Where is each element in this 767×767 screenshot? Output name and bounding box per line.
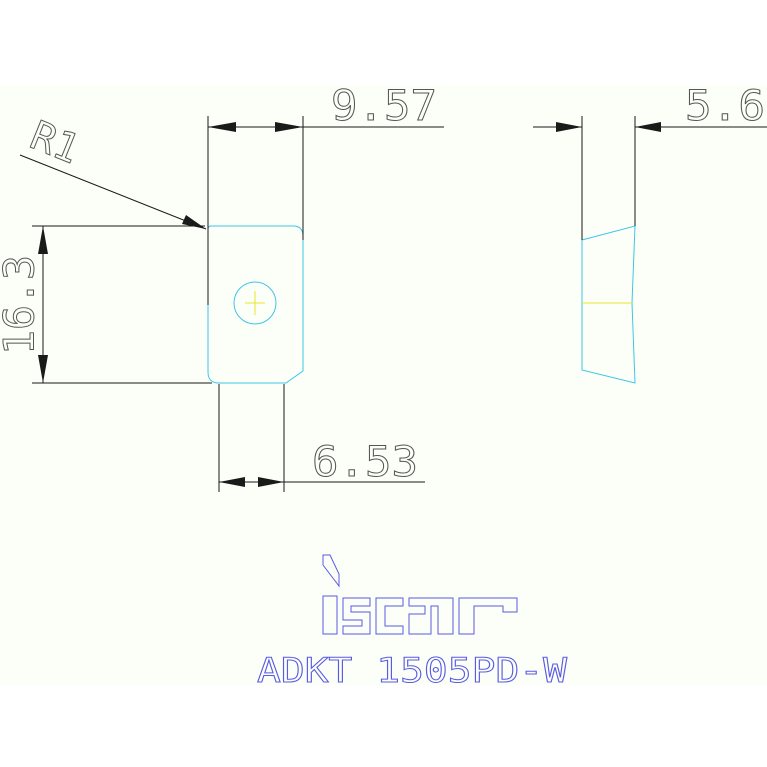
side-view xyxy=(581,225,636,384)
dimension-thickness: 5.6 xyxy=(533,81,767,240)
bottom-width-label: 6.53 xyxy=(312,437,418,486)
top-width-label: 9.57 xyxy=(331,81,437,130)
side-outline xyxy=(581,225,636,384)
dimension-bottom-width: 6.53 xyxy=(218,384,425,492)
dimension-height: 16.3 xyxy=(0,225,212,384)
part-number: ADKT 1505PD-W xyxy=(257,651,568,691)
drawing-background xyxy=(0,85,767,685)
thickness-label: 5.6 xyxy=(685,81,765,130)
screw-hole xyxy=(233,281,277,325)
dimension-top-width: 9.57 xyxy=(207,81,444,305)
height-label: 16.3 xyxy=(0,255,44,355)
center-mark xyxy=(245,291,265,315)
logo-block: iscar ADKT 1505PD-W xyxy=(257,554,568,692)
front-view xyxy=(207,225,304,384)
insert-outline xyxy=(207,225,304,384)
iscar-logo-icon xyxy=(322,554,518,635)
